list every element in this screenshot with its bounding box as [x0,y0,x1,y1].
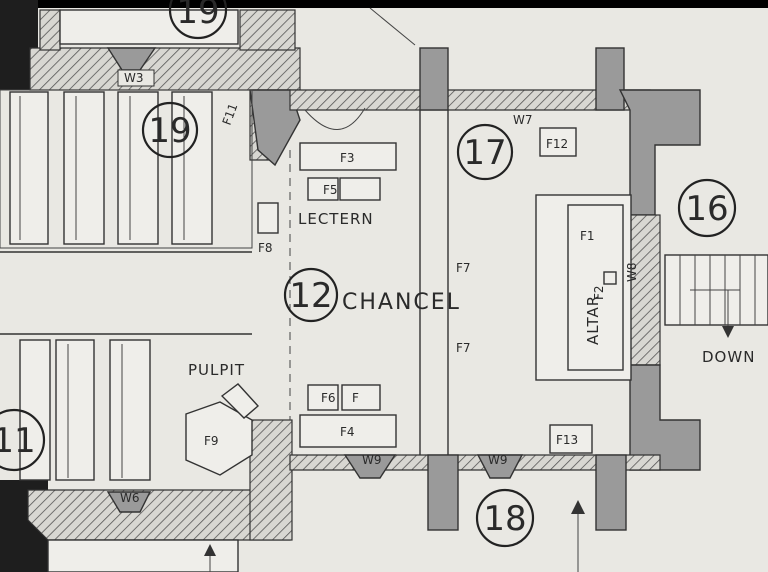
fixture-f12-label: F12 [546,137,568,151]
window-w6-label: W6 [120,491,140,505]
fixture-f8-box [257,202,279,234]
fixture-f1-label: F1 [580,229,595,243]
fixture-f13-label: F13 [556,433,578,447]
room-16-circle [677,178,737,238]
room-19-top-number: 19 [176,0,219,32]
room-19-top-circle [168,0,228,40]
window-w8-label: W8 [625,263,639,283]
room-17-circle [456,123,514,181]
pulpit-hexagon [185,401,253,476]
window-w3-label: W3 [124,71,144,85]
fixture-f6-box-a [307,384,339,411]
pulpit-label: PULPIT [188,361,245,379]
pulpit-stair [220,383,260,419]
down-label: DOWN [702,348,755,366]
stairs [664,254,768,326]
fixture-f9-label: F9 [204,434,219,448]
top-walls [29,9,301,167]
room-18-circle [475,488,535,548]
room-11-circle [0,408,46,472]
up-arrow-icon-left [204,544,216,556]
fixture-f8-label: F8 [258,241,273,255]
up-arrow-icon [571,500,585,514]
window-w9-left-label: W9 [362,453,382,467]
room-16-number: 16 [685,189,728,229]
window-w9-right-label: W9 [488,453,508,467]
altar-label: ALTAR [584,295,602,345]
room-19-number: 19 [148,111,191,151]
fixture-f2-box [603,271,617,285]
fixture-f5-label: F5 [323,183,338,197]
fixture-f4-box [299,414,397,448]
pews-lower [19,339,151,481]
room-18-number: 18 [483,499,526,539]
fixture-f2-label: F2 [592,285,606,300]
chancel-walls [289,47,701,531]
fixture-f3-label: F3 [340,151,355,165]
room-19-circle [141,101,199,159]
fixture-f6-box-b [341,384,381,411]
fixture-f6-label: F6 [321,391,336,405]
window-w3-frame [117,69,155,87]
fixture-f7-upper-label: F7 [456,261,471,275]
altar-table [567,204,624,371]
pews-upper [0,89,253,249]
chancel-label: CHANCEL [342,290,461,315]
fixture-f-prefix-label: F [352,391,359,405]
door-line [369,7,416,46]
room-17-number: 17 [463,133,506,173]
lectern-label: LECTERN [298,210,374,228]
fixture-f12-box [539,127,577,157]
room-12-circle [283,267,339,323]
fixture-f5-box-a [307,177,339,201]
window-w7-label: W7 [513,113,533,127]
door-arc [304,107,366,130]
fixture-f4-label: F4 [340,425,355,439]
down-arrow-icon [722,326,734,338]
fixture-f7-lower-label: F7 [456,341,471,355]
room-11-number: 11 [0,421,36,461]
fixture-f5-box-b [339,177,381,201]
fixture-f3-box [299,142,397,171]
fixture-f13-box [549,424,593,454]
room-12-number: 12 [289,276,332,316]
